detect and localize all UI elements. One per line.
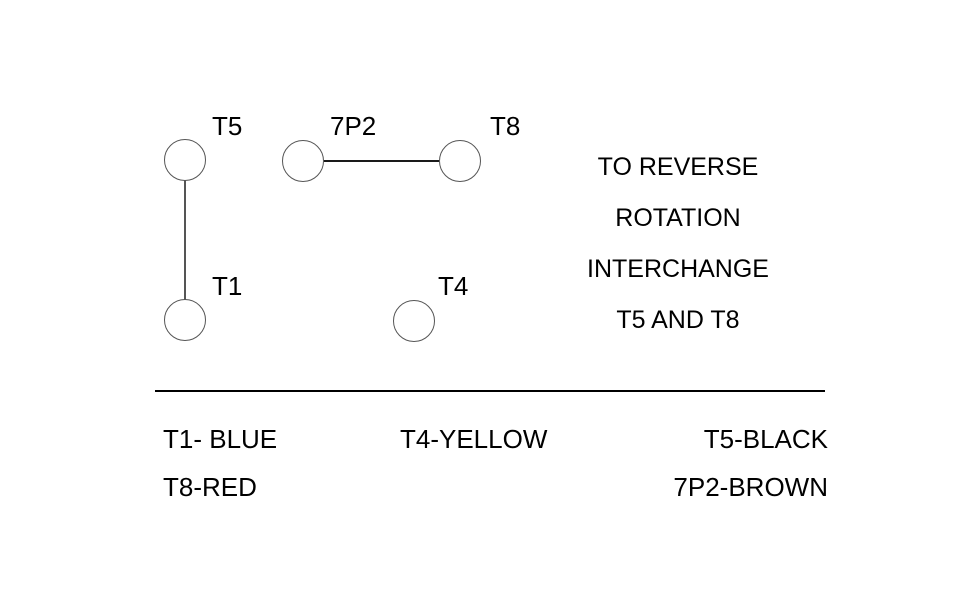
wire-color-legend: T1- BLUE T8-RED T4-YELLOW T5-BLACK 7P2-B…	[155, 415, 830, 525]
terminal-label-t5: T5	[212, 111, 243, 141]
legend-column-middle: T4-YELLOW	[400, 415, 547, 463]
terminal-circle-t1[interactable]	[164, 299, 206, 341]
terminal-label-t4: T4	[438, 271, 469, 301]
note-line-2: ROTATION	[615, 204, 741, 232]
wire-7p2-to-t8	[324, 160, 439, 162]
legend-divider	[155, 390, 825, 392]
legend-item-t4-yellow: T4-YELLOW	[400, 424, 548, 454]
legend-item-t5-black: T5-BLACK	[703, 424, 828, 454]
terminal-circle-t4[interactable]	[393, 300, 435, 342]
wire-t5-to-t1	[184, 180, 186, 300]
terminal-label-t1: T1	[212, 271, 243, 301]
reverse-rotation-note: TO REVERSE ROTATION INTERCHANGE T5 AND T…	[533, 142, 823, 346]
legend-item-t1-blue: T1- BLUE	[163, 424, 278, 454]
note-line-4: T5 AND T8	[616, 306, 740, 334]
note-line-1: TO REVERSE	[597, 153, 759, 181]
legend-item-7p2-brown: 7P2-BROWN	[673, 472, 828, 502]
legend-column-left: T1- BLUE T8-RED	[163, 415, 277, 511]
note-line-3: INTERCHANGE	[587, 255, 769, 283]
terminal-circle-t5[interactable]	[164, 139, 206, 181]
legend-column-right: T5-BLACK 7P2-BROWN	[673, 415, 828, 511]
terminal-circle-7p2[interactable]	[282, 140, 324, 182]
terminal-label-7p2: 7P2	[330, 111, 377, 141]
legend-item-t8-red: T8-RED	[163, 472, 257, 502]
terminal-label-t8: T8	[490, 111, 521, 141]
terminal-circle-t8[interactable]	[439, 140, 481, 182]
